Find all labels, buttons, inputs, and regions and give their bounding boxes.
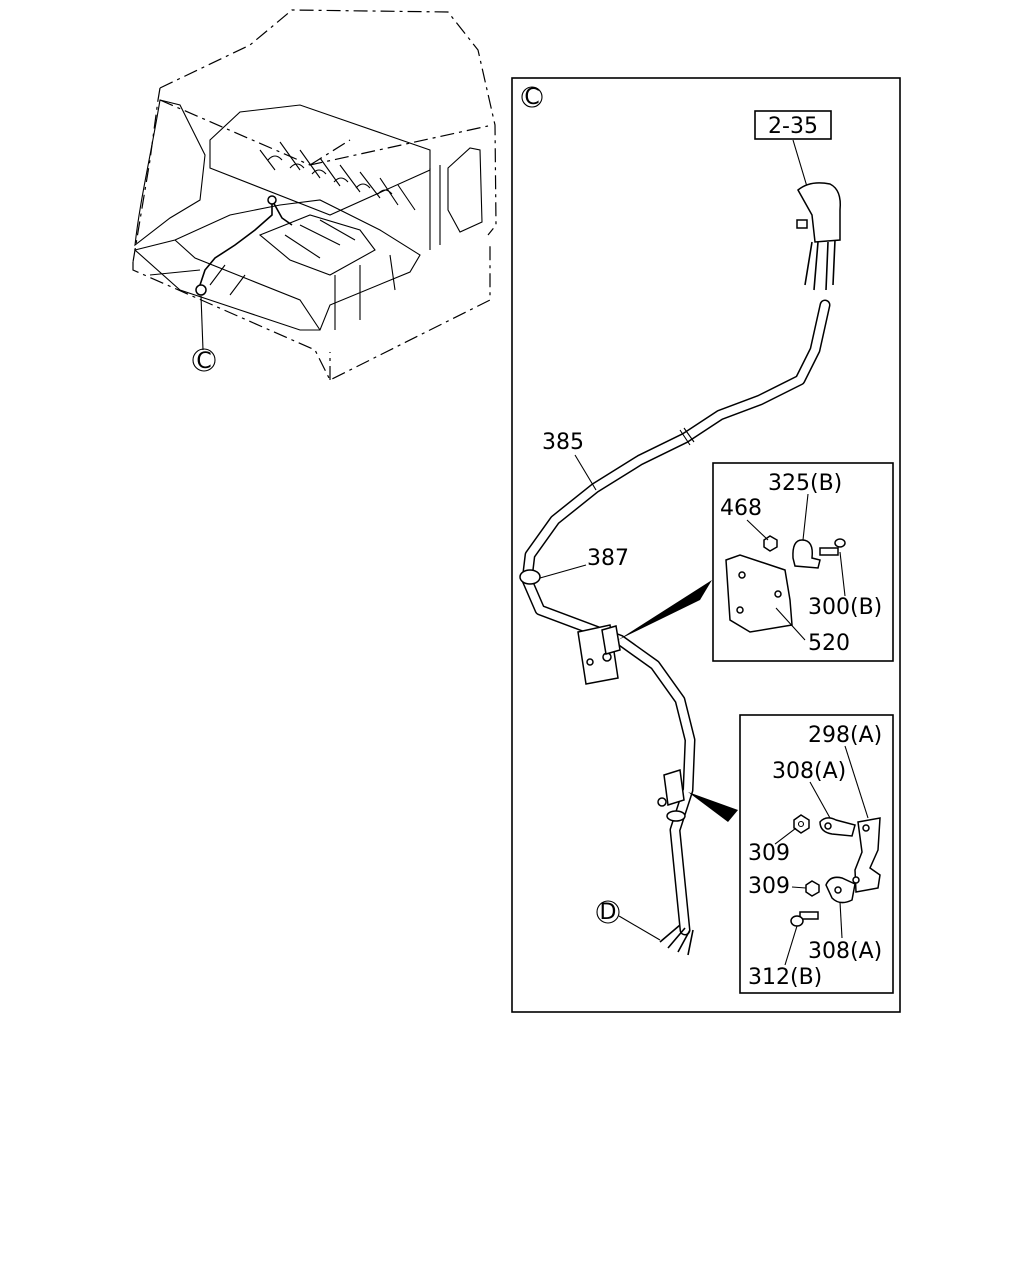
inset-bottom-parts [790,814,881,927]
label-nut-bottom-1: 309 [748,841,790,866]
label-clip-bottom-2: 308(A) [808,939,882,964]
section-marker-detail-text: C [524,85,539,110]
reference-box: 2-35 [754,110,832,191]
connector-marker: D [596,900,661,941]
callout-pointer-bottom [688,792,738,822]
inset-top-frame [712,462,894,662]
section-marker-overview-text: C [196,349,211,374]
label-grommet: 387 [587,546,629,571]
grommet [519,569,541,585]
label-clip-top: 325(B) [768,471,842,496]
section-marker-overview: C [192,348,216,374]
top-connector [796,182,842,291]
connector-marker-text: D [600,900,617,925]
label-nut-top: 468 [720,496,762,521]
label-bolt-top: 300(B) [808,595,882,620]
label-clip-bottom-1: 308(A) [772,759,846,784]
inset-top-parts [725,535,846,633]
label-bolt-bottom: 312(B) [748,965,822,990]
label-nut-bottom-2: 309 [748,874,790,899]
label-bracket-top: 520 [808,631,850,656]
cable-bracket [577,624,621,685]
cab-overview [132,9,497,381]
detail-panel-frame [511,77,901,1013]
reference-box-text: 2-35 [768,114,818,139]
label-bracket-bottom: 298(A) [808,723,882,748]
lower-clamps [657,769,686,822]
inset-bottom-frame [739,714,894,994]
section-marker-detail: C [521,85,543,110]
callout-pointer-top [618,580,712,640]
label-harness: 385 [542,430,584,455]
